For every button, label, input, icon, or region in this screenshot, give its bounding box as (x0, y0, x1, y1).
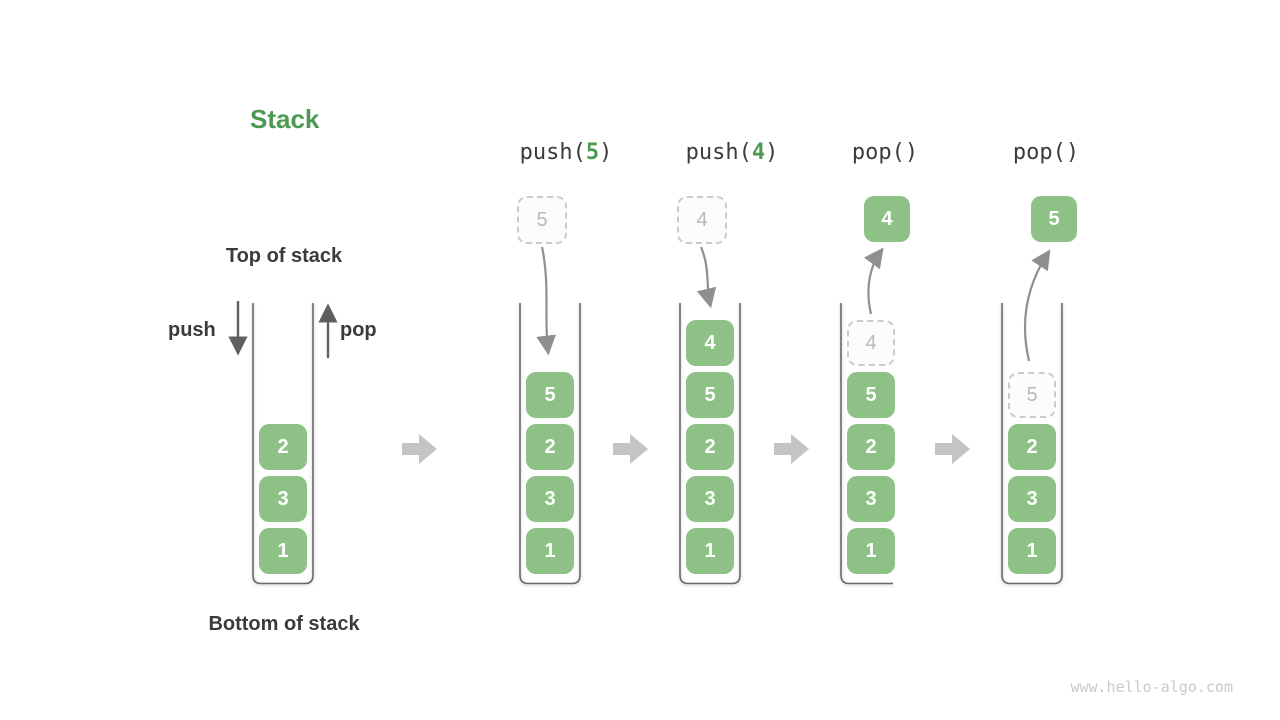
op-prefix: push( (685, 140, 752, 165)
stack-item: 2 (526, 424, 574, 470)
flow-arrow-icon-3 (774, 434, 809, 464)
op-arg: 4 (751, 140, 766, 165)
stack-item: 2 (847, 424, 895, 470)
incoming-item-ghost: 5 (517, 196, 567, 244)
stack-item: 3 (847, 476, 895, 522)
stack-item: 3 (1008, 476, 1056, 522)
stack-item: 4 (686, 320, 734, 366)
op-label-pop-2: pop() (966, 140, 1126, 165)
op-label-pop-1: pop() (805, 140, 965, 165)
stack-item: 2 (1008, 424, 1056, 470)
stack-item: 1 (259, 528, 307, 574)
push4-curved-arrow (696, 246, 717, 309)
flow-arrow-icon-1 (402, 434, 437, 464)
removed-item-ghost: 4 (847, 320, 895, 366)
flow-arrow-icon-2 (613, 434, 648, 464)
stack-item: 3 (259, 476, 307, 522)
stack-item: 1 (686, 528, 734, 574)
stack-item: 2 (259, 424, 307, 470)
stack-item: 3 (526, 476, 574, 522)
stack-item: 1 (1008, 528, 1056, 574)
flow-arrow-icon-4 (935, 434, 970, 464)
op-prefix: push( (519, 140, 586, 165)
popped-item: 5 (1031, 196, 1077, 242)
stack-container-initial (252, 303, 314, 585)
op-label-push5: push(5) (486, 140, 646, 165)
stack-item: 2 (686, 424, 734, 470)
stack-item: 5 (526, 372, 574, 418)
top-of-stack-label: Top of stack (225, 245, 343, 267)
removed-item-ghost: 5 (1008, 372, 1056, 418)
op-suffix: ) (1065, 140, 1080, 165)
stack-container-push5 (519, 303, 581, 585)
popped-item: 4 (864, 196, 910, 242)
bottom-of-stack-label: Bottom of stack (208, 613, 360, 635)
push5-curved-arrow (536, 246, 556, 356)
op-prefix: pop( (851, 140, 905, 165)
op-suffix: ) (599, 140, 613, 165)
diagram-title: Stack (250, 104, 320, 134)
incoming-item-ghost: 4 (677, 196, 727, 244)
pop4-curved-arrow (863, 247, 884, 315)
stack-item: 1 (526, 528, 574, 574)
stack-item: 3 (686, 476, 734, 522)
stack-container-push4 (679, 303, 741, 585)
pop-label: pop (340, 319, 377, 341)
op-suffix: ) (904, 140, 919, 165)
push-label: push (168, 319, 216, 341)
op-arg: 5 (585, 140, 600, 165)
op-suffix: ) (765, 140, 779, 165)
stack-container-pop5 (1001, 303, 1063, 585)
op-prefix: pop( (1012, 140, 1066, 165)
pop5-curved-arrow (1023, 249, 1051, 362)
op-label-push4: push(4) (652, 140, 812, 165)
stack-container-pop4 (840, 303, 893, 585)
stack-item: 5 (686, 372, 734, 418)
watermark: www.hello-algo.com (1070, 678, 1233, 696)
stack-item: 1 (847, 528, 895, 574)
stack-item: 5 (847, 372, 895, 418)
